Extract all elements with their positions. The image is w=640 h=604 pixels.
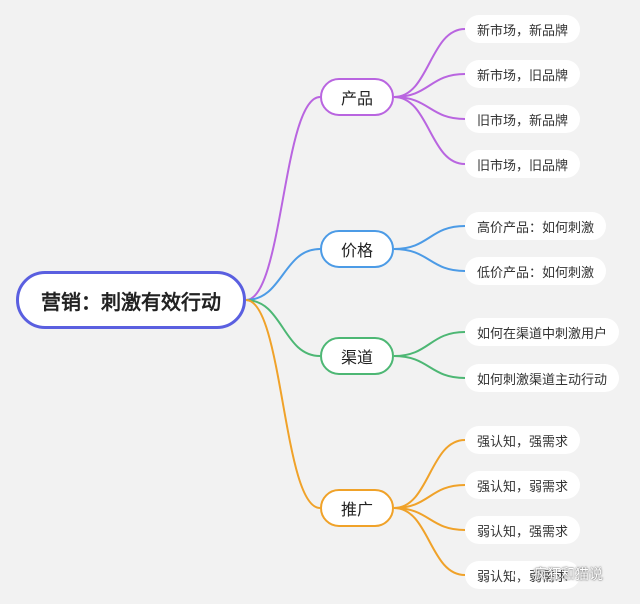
connector-line — [393, 439, 466, 509]
root-node: 营销：刺激有效行动 — [16, 271, 246, 329]
branch-label: 推广 — [340, 500, 373, 519]
connector-line — [393, 225, 466, 250]
branch-label: 渠道 — [340, 348, 373, 367]
wechat-icon — [512, 566, 530, 582]
connector-line — [393, 331, 466, 357]
leaf-node: 旧市场，新品牌 — [465, 105, 581, 133]
leaf-node: 强认知，弱需求 — [465, 471, 581, 499]
connector-line — [245, 299, 321, 509]
connector-line — [393, 484, 466, 509]
branch-node-promotion: 推广 — [320, 489, 394, 527]
leaf-node: 高价产品：如何刺激 — [465, 212, 607, 240]
leaf-node: 新市场，新品牌 — [465, 15, 581, 43]
connector-line — [393, 507, 466, 531]
leaf-node: 新市场，旧品牌 — [465, 60, 581, 88]
leaf-node: 弱认知，弱需求 — [465, 561, 581, 589]
branch-node-product: 产品 — [320, 78, 394, 116]
branch-label: 产品 — [340, 89, 373, 108]
watermark: 疯狂和猫说 — [512, 564, 603, 584]
connector-line — [393, 355, 466, 379]
connector-line — [393, 28, 466, 98]
leaf-node: 强认知，强需求 — [465, 426, 581, 454]
connector-line — [393, 96, 466, 120]
connector-line — [393, 73, 466, 98]
branch-node-channel: 渠道 — [320, 337, 394, 375]
leaf-node: 弱认知，强需求 — [465, 516, 581, 544]
leaf-node: 如何刺激渠道主动行动 — [465, 364, 620, 392]
connector-line — [393, 507, 466, 576]
leaf-node: 如何在渠道中刺激用户 — [465, 318, 620, 346]
connector-line — [393, 248, 466, 272]
connector-line — [245, 248, 321, 301]
watermark-text: 疯狂和猫说 — [533, 567, 603, 583]
leaf-node: 旧市场，旧品牌 — [465, 150, 581, 178]
root-label: 营销：刺激有效行动 — [41, 289, 221, 314]
connector-line — [245, 96, 321, 301]
connector-line — [245, 299, 321, 357]
leaf-node: 低价产品：如何刺激 — [465, 257, 607, 285]
branch-node-price: 价格 — [320, 230, 394, 268]
connector-line — [393, 96, 466, 165]
branch-label: 价格 — [340, 241, 373, 260]
